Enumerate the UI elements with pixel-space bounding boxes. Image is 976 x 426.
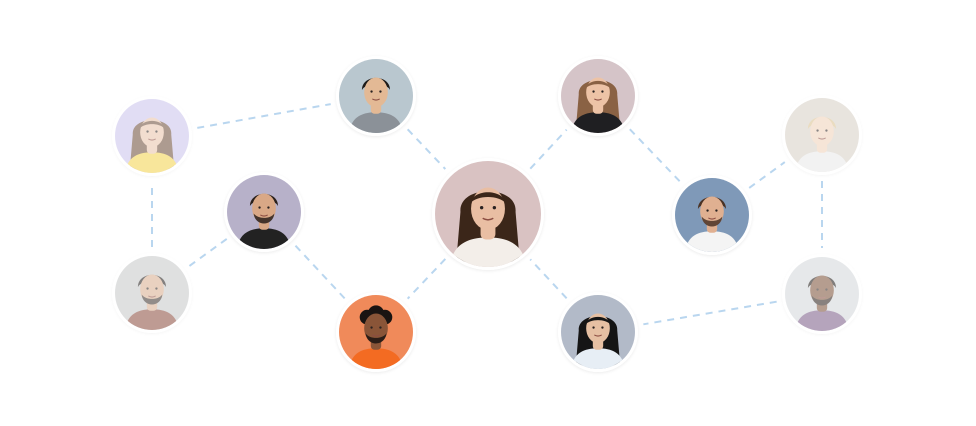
connection-line — [529, 128, 568, 170]
portrait-image — [785, 257, 859, 331]
portrait-image — [339, 59, 413, 133]
portrait-image — [561, 59, 635, 133]
connection-line — [643, 300, 777, 326]
avatar-p3[interactable] — [558, 56, 638, 136]
portrait-image — [435, 161, 541, 267]
connection-line — [188, 238, 228, 267]
connection-line — [197, 103, 331, 129]
portrait-image — [339, 295, 413, 369]
avatar-p5[interactable] — [432, 158, 544, 270]
avatar-p9[interactable] — [336, 292, 416, 372]
portrait-image — [785, 98, 859, 172]
connection-line — [629, 128, 681, 183]
portrait-image — [675, 178, 749, 252]
portrait-image — [561, 295, 635, 369]
connection-line — [748, 161, 786, 189]
avatar-p11[interactable] — [782, 254, 862, 334]
avatar-p6[interactable] — [782, 95, 862, 175]
connection-line — [294, 244, 346, 300]
portrait-image — [227, 175, 301, 249]
portrait-image — [115, 256, 189, 330]
avatar-p4[interactable] — [224, 172, 304, 252]
avatar-p1[interactable] — [112, 96, 192, 176]
avatar-p2[interactable] — [336, 56, 416, 136]
connection-line — [406, 258, 447, 300]
connection-line — [406, 128, 447, 170]
portrait-image — [115, 99, 189, 173]
connection-line — [529, 258, 568, 300]
avatar-p10[interactable] — [558, 292, 638, 372]
avatar-p8[interactable] — [112, 253, 192, 333]
avatar-p7[interactable] — [672, 175, 752, 255]
